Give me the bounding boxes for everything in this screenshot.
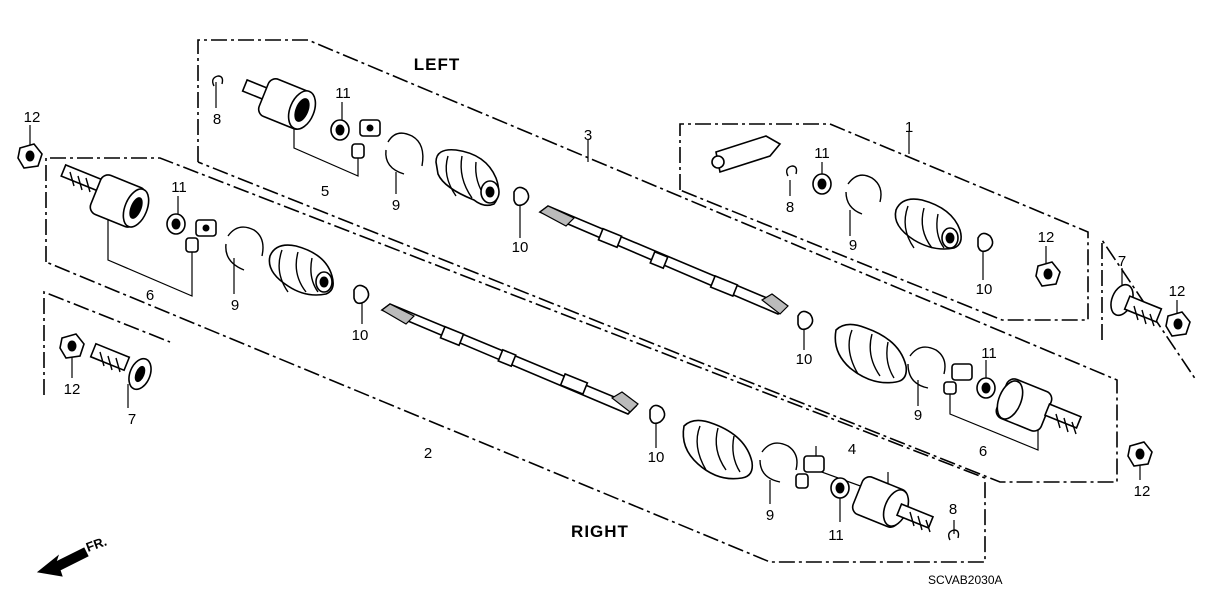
inboard-joint-right [60, 163, 150, 228]
boot-band-9-left-a [385, 132, 424, 175]
section-title-right: RIGHT [571, 522, 629, 541]
callout-10-right-b: 10 [648, 449, 665, 466]
callout-1: 1 [905, 119, 913, 136]
spindle-nut-7-right [1110, 283, 1163, 327]
spindle-nut-7-lower-left [89, 342, 152, 391]
callout-5: 5 [321, 183, 329, 200]
callout-9-kit: 9 [849, 237, 857, 254]
callout-10-left-a: 10 [512, 239, 529, 256]
left-driveshaft-assembly [211, 75, 1083, 435]
right-driveshaft-assembly [60, 163, 960, 541]
boot-band-9-right-b [759, 442, 798, 483]
callout-2: 2 [424, 445, 432, 462]
outboard-joint-right [851, 476, 935, 533]
spider-bearing-right-b [795, 455, 825, 489]
callout-9-right-a: 9 [231, 297, 239, 314]
clip-10-left-a [513, 186, 530, 207]
clip-10-right-a [353, 284, 370, 305]
boot-inner-left [435, 148, 500, 207]
callout-4: 4 [848, 441, 856, 458]
boot-inner-right [268, 244, 334, 296]
grease-tube [711, 135, 782, 174]
clip-10-right-b [649, 404, 666, 425]
circlip-8-right [947, 529, 960, 541]
nut-12-kit [1035, 261, 1061, 287]
callout-7-lower-left: 7 [128, 411, 136, 428]
boot-band-9-right-a [225, 226, 264, 271]
callout-12-lower-left: 12 [64, 381, 81, 398]
nut-11-left-a [330, 119, 350, 141]
boot-band-9-left-b [907, 346, 946, 389]
callout-12-far-right: 12 [1169, 283, 1186, 300]
nut-12-lower-left [59, 333, 85, 359]
boot-kit-1 [711, 135, 1061, 287]
callout-10-kit: 10 [976, 281, 993, 298]
callout-8-left: 8 [213, 111, 221, 128]
shaft-left [538, 205, 789, 315]
nut-11-right-b [830, 477, 850, 499]
callout-6-right: 6 [146, 287, 154, 304]
nut-11-kit [812, 173, 832, 195]
frame-left-driveshaft [197, 39, 1118, 483]
circlip-8-kit [785, 165, 798, 177]
frame-right-small [1101, 237, 1197, 381]
spider-bearing-left [351, 119, 381, 159]
boot-outer-left [834, 323, 908, 384]
callout-9-left-a: 9 [392, 197, 400, 214]
nut-12-far-right [1165, 311, 1191, 337]
frame-kit-1 [679, 123, 1089, 321]
boot-kit [894, 198, 962, 250]
nut-12-far-left [17, 143, 43, 169]
callout-10-left-b: 10 [796, 351, 813, 368]
shaft-right [380, 303, 639, 415]
nut-11-right-a [166, 213, 186, 235]
circlip-8-left [211, 75, 224, 87]
callout-11-right-b: 11 [828, 527, 844, 544]
diagram-code: SCVAB2030A [928, 573, 1003, 587]
spider-bearing-right [185, 219, 217, 253]
frame-left-small [43, 290, 171, 395]
spider-bearing-left-b [943, 363, 973, 395]
nut-11-left-b [976, 377, 996, 399]
callout-9-left-b: 9 [914, 407, 922, 424]
group-frames [43, 39, 1197, 563]
frame-right-driveshaft [45, 157, 986, 563]
callout-3: 3 [584, 127, 592, 144]
callout-8-right: 8 [949, 501, 957, 518]
nut-12-lower-right [1127, 441, 1153, 467]
front-direction-arrow-icon: FR. [36, 534, 109, 577]
section-title-left: LEFT [414, 55, 461, 74]
callout-9-right-b: 9 [766, 507, 774, 524]
outboard-joint-left [241, 78, 317, 130]
callout-12-far-left: 12 [24, 109, 41, 126]
leader-lines [29, 82, 1178, 534]
callout-11-left-b: 11 [981, 345, 997, 362]
clip-10-left-b [797, 310, 814, 331]
boot-band-9-kit [845, 174, 882, 215]
callout-8-kit: 8 [786, 199, 794, 216]
boot-outer-right [682, 419, 754, 480]
callout-11-left-a: 11 [335, 85, 351, 102]
callout-7-right: 7 [1118, 253, 1126, 270]
callout-11-right-a: 11 [171, 179, 187, 196]
callout-10-right-a: 10 [352, 327, 369, 344]
clip-10-kit [977, 232, 994, 253]
callout-11-kit: 11 [814, 145, 830, 162]
inboard-joint-left [995, 378, 1083, 435]
callout-6-left: 6 [979, 443, 987, 460]
callout-12-lower-right: 12 [1134, 483, 1151, 500]
callout-labels: 1 2 3 4 5 6 6 7 7 8 8 8 9 9 9 9 9 10 10 … [24, 85, 1186, 544]
callout-12-kit: 12 [1038, 229, 1055, 246]
front-direction-label: FR. [84, 534, 109, 555]
